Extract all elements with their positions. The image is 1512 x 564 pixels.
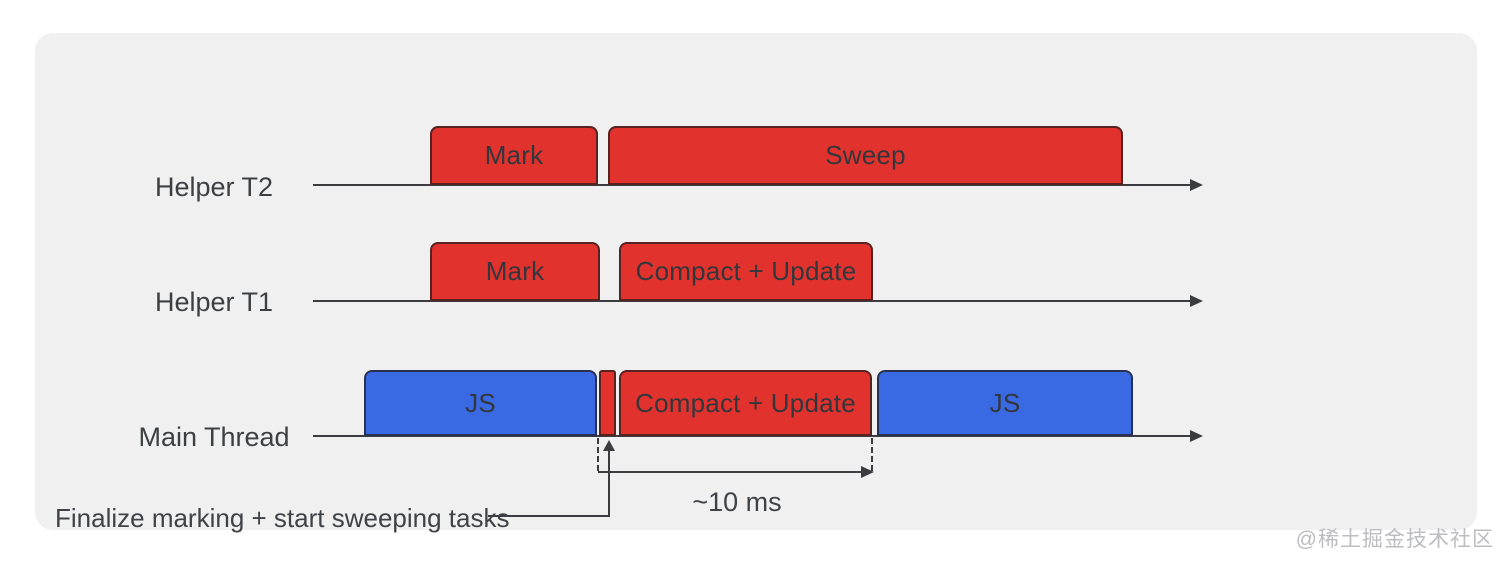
timeline-main-thread	[313, 435, 1190, 437]
callout-arrowhead-icon	[603, 440, 615, 451]
bar-compact-update-helper-t1: Compact + Update	[619, 242, 873, 301]
timeline-arrowhead-icon	[1190, 430, 1203, 442]
callout-label: Finalize marking + start sweeping tasks	[55, 503, 510, 533]
bar-js-2: JS	[877, 370, 1133, 436]
row-label-helper-t1: Helper T1	[154, 287, 274, 317]
bar-sweep-helper-t2: Sweep	[608, 126, 1123, 185]
measure-dashed-line-left	[597, 438, 599, 471]
bar-js-1: JS	[364, 370, 597, 436]
timeline-arrowhead-icon	[1190, 295, 1203, 307]
timeline-helper-t2	[313, 184, 1190, 186]
callout-line-vertical	[608, 449, 610, 517]
bar-finalize-sliver	[599, 370, 616, 436]
bar-mark-helper-t1: Mark	[430, 242, 600, 301]
timeline-helper-t1	[313, 300, 1190, 302]
row-label-main-thread: Main Thread	[138, 422, 290, 452]
bar-mark-helper-t2: Mark	[430, 126, 598, 185]
measure-arrowhead-icon	[861, 466, 874, 478]
watermark: @稀土掘金技术社区	[1295, 528, 1494, 551]
measure-arrow-line	[598, 471, 861, 473]
measure-dashed-line-right	[871, 438, 873, 471]
timeline-arrowhead-icon	[1190, 179, 1203, 191]
bar-compact-update-main: Compact + Update	[619, 370, 872, 436]
callout-line-horizontal	[488, 515, 610, 517]
duration-label: ~10 ms	[692, 487, 782, 517]
row-label-helper-t2: Helper T2	[154, 172, 274, 202]
